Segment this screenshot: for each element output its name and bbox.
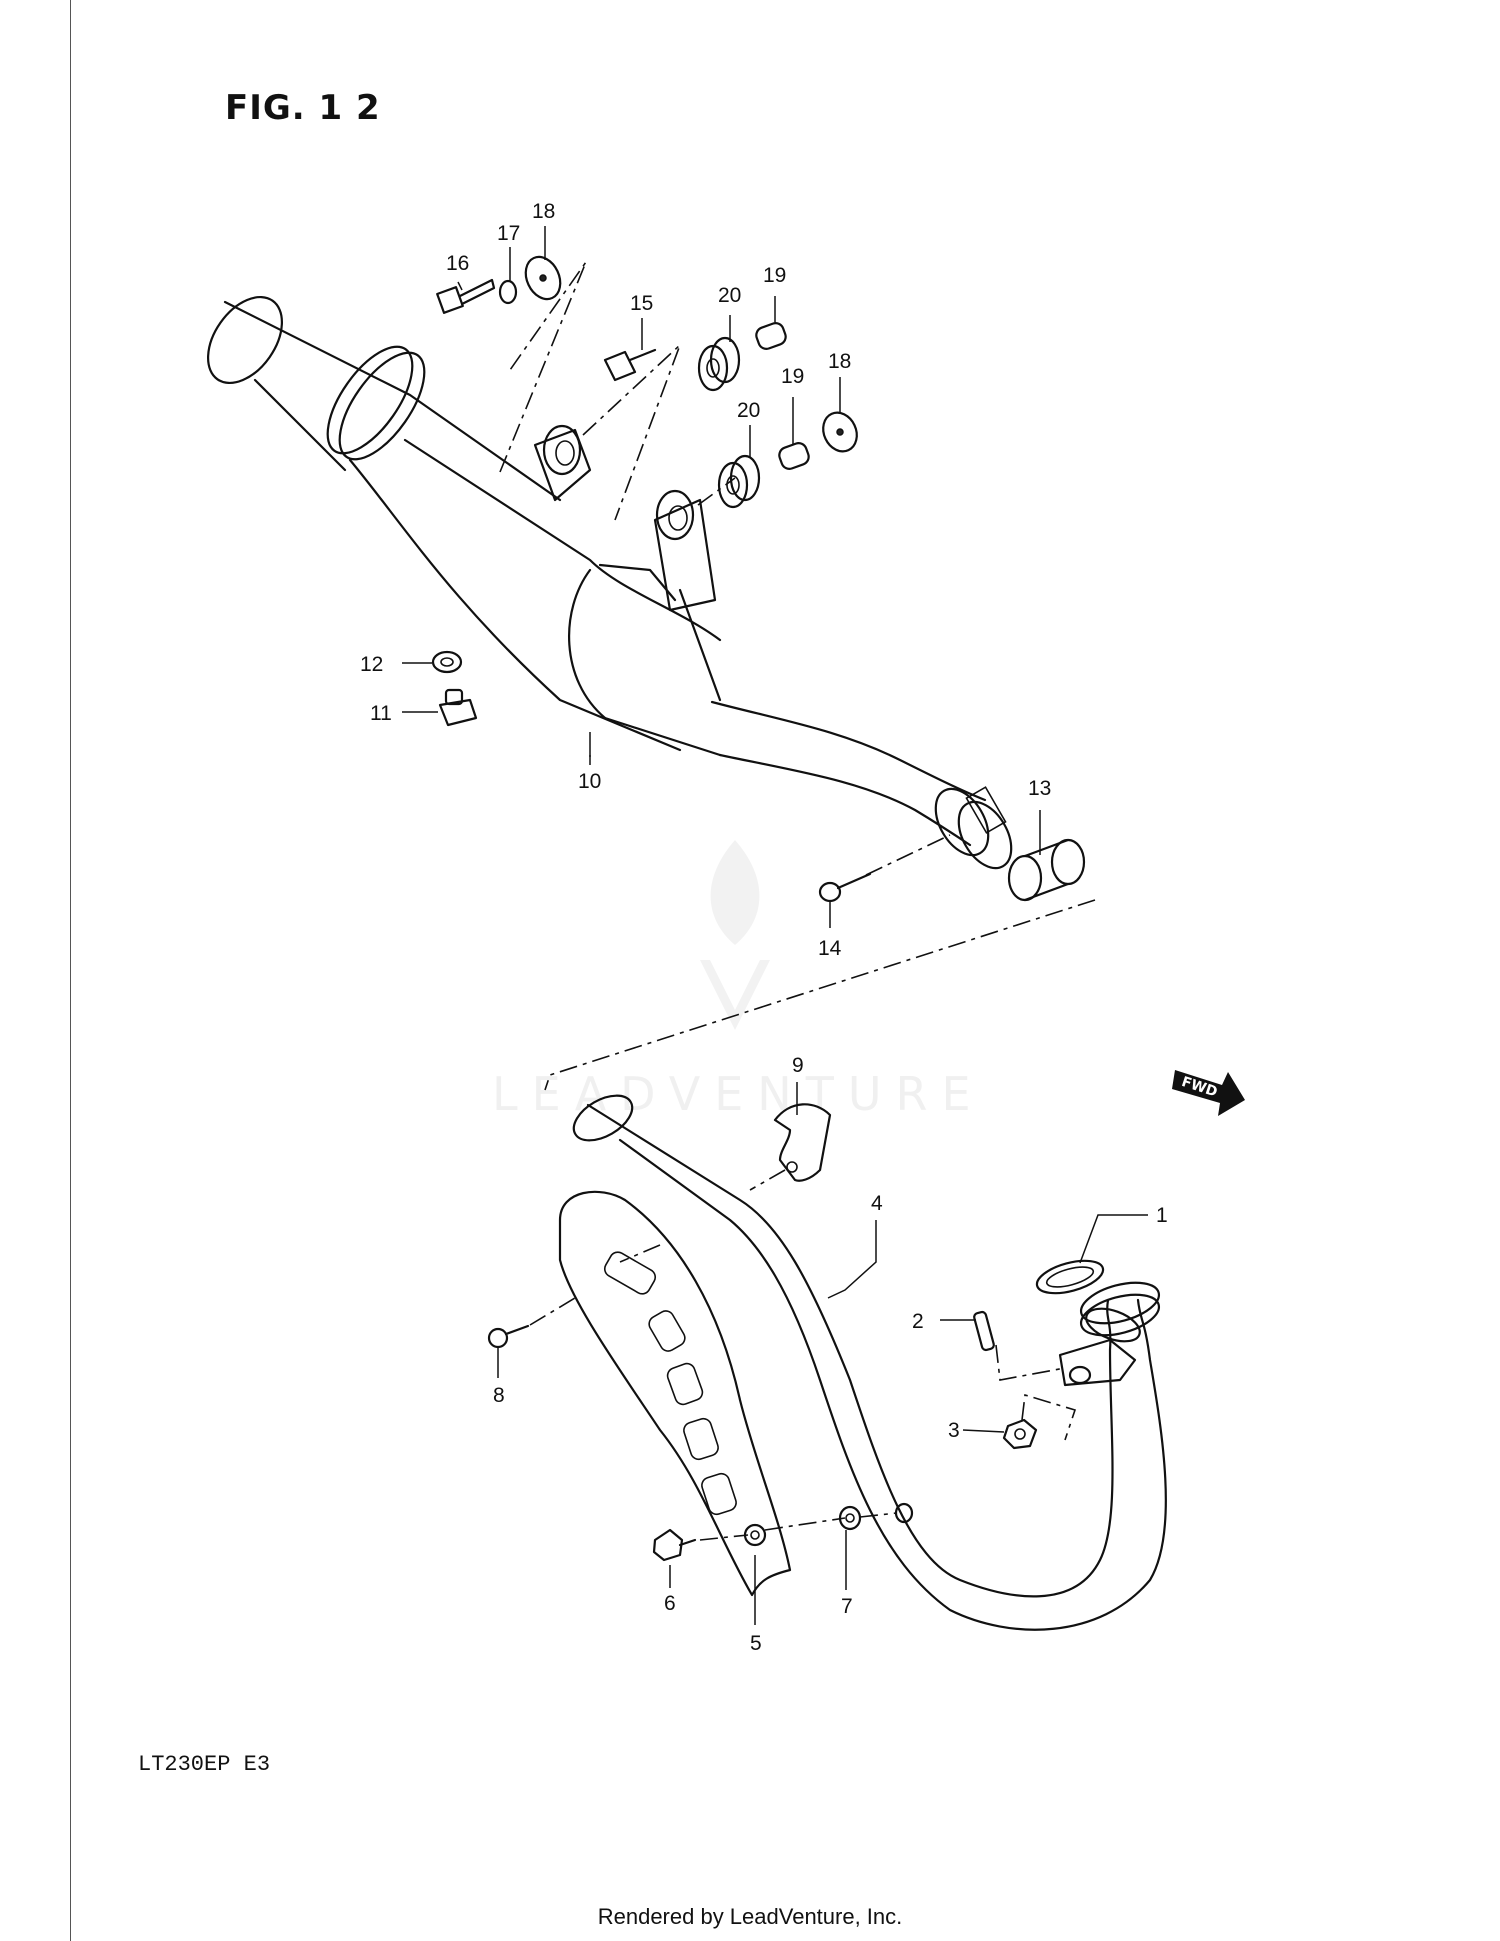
figure-title: FIG. 1 2 <box>225 88 381 128</box>
callout-17: 17 <box>497 222 520 245</box>
callout-11: 11 <box>370 702 392 725</box>
callout-1: 1 <box>1156 1204 1168 1227</box>
collar-19-top-icon <box>755 322 787 350</box>
callout-20-top: 20 <box>718 284 741 307</box>
callout-labels: 1 2 3 4 5 6 7 8 9 10 11 12 13 14 15 16 1… <box>360 200 1168 1655</box>
assembly-line-shield <box>619 1244 661 1263</box>
washer-7-icon <box>838 1502 914 1531</box>
assembly-line-3 <box>1021 1393 1077 1441</box>
bolt-15-icon <box>603 348 657 382</box>
callout-18-top: 18 <box>532 200 555 223</box>
callout-18-right: 18 <box>828 350 851 373</box>
assembly-line-2 <box>995 1344 1066 1381</box>
assembly-line-15 <box>582 344 681 521</box>
callout-5: 5 <box>750 1632 762 1655</box>
callout-leaders <box>402 226 1148 1625</box>
callout-3: 3 <box>948 1419 960 1442</box>
forward-direction-arrow: FWD <box>1172 1070 1245 1116</box>
grommet-20-lower-icon <box>717 454 761 509</box>
assembly-line-14 <box>865 834 951 876</box>
callout-16: 16 <box>446 252 469 275</box>
callout-6: 6 <box>664 1592 676 1615</box>
assembly-line-16 <box>499 261 587 473</box>
assembly-line-20 <box>697 477 736 506</box>
flame-logo-icon <box>700 840 770 1030</box>
callout-8: 8 <box>493 1384 505 1407</box>
washer-18-right-icon <box>822 411 858 453</box>
bolt-16-icon <box>436 278 496 314</box>
bolt-6-icon <box>652 1528 697 1562</box>
leadventure-watermark: LEADVENTURE <box>492 840 985 1121</box>
grommet-20-top-icon <box>697 336 741 392</box>
callout-19-lower: 19 <box>781 365 804 388</box>
bolt-14-icon <box>818 872 872 903</box>
callout-19-top: 19 <box>763 264 786 287</box>
assembly-line-6-7 <box>699 1512 898 1541</box>
callout-9: 9 <box>792 1054 804 1077</box>
gasket-1-icon <box>1035 1259 1105 1295</box>
pipe-clamp <box>773 1103 832 1182</box>
assembly-line-joint <box>544 899 1096 1091</box>
nut-3-icon <box>1002 1418 1038 1450</box>
muffler-body <box>206 295 1013 870</box>
gasket-13-icon <box>1007 838 1086 902</box>
washer-18-top-icon <box>524 255 562 301</box>
page-margin-line <box>70 0 71 1941</box>
callout-7: 7 <box>841 1595 853 1618</box>
callout-4: 4 <box>871 1192 883 1215</box>
drain-plug-11-icon <box>438 688 478 727</box>
callout-20-lower: 20 <box>737 399 760 422</box>
callout-15: 15 <box>630 292 653 315</box>
gasket-12-icon <box>431 650 463 674</box>
exhaust-pipe <box>572 1094 1167 1631</box>
lock-washer-17-icon <box>498 279 518 305</box>
assembly-line-8 <box>529 1297 576 1326</box>
callout-12: 12 <box>360 653 383 676</box>
callout-2: 2 <box>912 1310 924 1333</box>
callout-14: 14 <box>818 937 842 960</box>
watermark-text: LEADVENTURE <box>492 1067 985 1121</box>
callout-13: 13 <box>1028 777 1051 800</box>
footer-credit: Rendered by LeadVenture, Inc. <box>597 1904 903 1929</box>
callout-10: 10 <box>578 770 601 793</box>
screw-8-icon <box>487 1324 530 1349</box>
collar-19-lower-icon <box>778 442 810 470</box>
model-code: LT230EP E3 <box>138 1752 271 1777</box>
assembly-line-9 <box>749 1169 786 1191</box>
stud-bolt-2-icon <box>973 1310 995 1352</box>
